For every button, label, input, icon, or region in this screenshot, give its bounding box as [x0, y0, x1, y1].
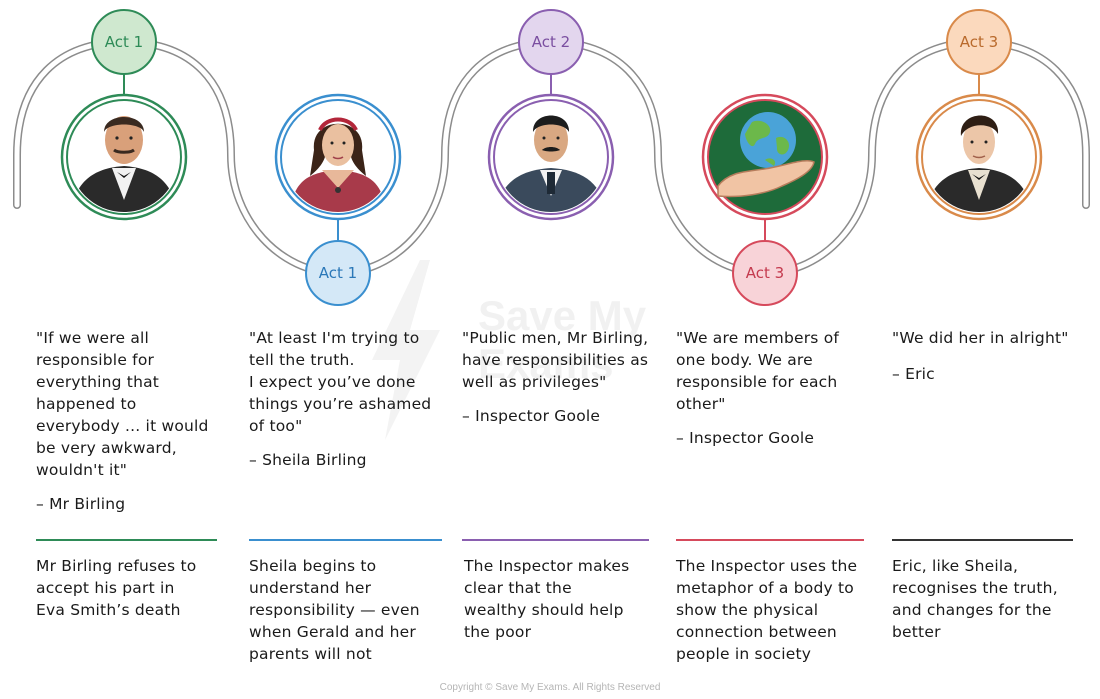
watermark-line2: Exams	[478, 340, 613, 387]
globe-hand-icon	[701, 93, 829, 221]
act-badge-4: Act 3	[732, 240, 798, 306]
quote-attribution-3: – Inspector Goole	[462, 407, 601, 425]
quote-attribution-2: – Sheila Birling	[249, 451, 367, 469]
act-badge-5-label: Act 3	[960, 33, 998, 51]
quote-attribution-5: – Eric	[892, 365, 935, 383]
summary-4: The Inspector uses the metaphor of a bod…	[676, 557, 858, 663]
divider-5	[892, 539, 1073, 541]
quote-block-4: "We are members of one body. We are resp…	[676, 327, 881, 449]
watermark-line1: Save My	[478, 292, 647, 339]
quote-attribution-4: – Inspector Goole	[676, 429, 815, 447]
summary-5: Eric, like Sheila, recognises the truth,…	[892, 557, 1058, 641]
quote-text-5: "We did her in alright"	[892, 329, 1069, 347]
act-badge-4-label: Act 3	[746, 264, 784, 282]
summary-1: Mr Birling refuses to accept his part in…	[36, 557, 197, 619]
act-badge-1: Act 1	[91, 9, 157, 75]
quote-text-1: "If we were all responsible for everythi…	[36, 329, 209, 479]
divider-4	[676, 539, 864, 541]
sheila-portrait	[274, 93, 402, 221]
act-badge-1-label: Act 1	[105, 33, 143, 51]
quote-block-1: "If we were all responsible for everythi…	[36, 327, 226, 515]
divider-1	[36, 539, 217, 541]
divider-3	[462, 539, 649, 541]
watermark: Save My Exams	[372, 260, 647, 440]
summary-2: Sheila begins to understand her responsi…	[249, 557, 420, 663]
quote-text-2: "At least I'm trying to tell the truth. …	[249, 329, 432, 435]
summary-3: The Inspector makes clear that the wealt…	[464, 557, 630, 641]
eric-portrait	[915, 93, 1043, 221]
quote-text-4: "We are members of one body. We are resp…	[676, 329, 840, 413]
quote-attribution-1: – Mr Birling	[36, 495, 126, 513]
mr-birling-portrait	[60, 93, 188, 221]
quote-block-3: "Public men, Mr Birling, have responsibi…	[462, 327, 667, 427]
divider-2	[249, 539, 442, 541]
quote-block-5: "We did her in alright" – Eric	[892, 327, 1097, 385]
act-badge-2-label: Act 1	[319, 264, 357, 282]
act-badge-3-label: Act 2	[532, 33, 570, 51]
act-badge-5: Act 3	[946, 9, 1012, 75]
quote-text-3: "Public men, Mr Birling, have responsibi…	[462, 329, 649, 391]
copyright-notice: Copyright © Save My Exams. All Rights Re…	[439, 682, 661, 693]
inspector-portrait	[487, 93, 615, 221]
quote-block-2: "At least I'm trying to tell the truth. …	[249, 327, 454, 471]
act-badge-2: Act 1	[305, 240, 371, 306]
act-badge-3: Act 2	[518, 9, 584, 75]
